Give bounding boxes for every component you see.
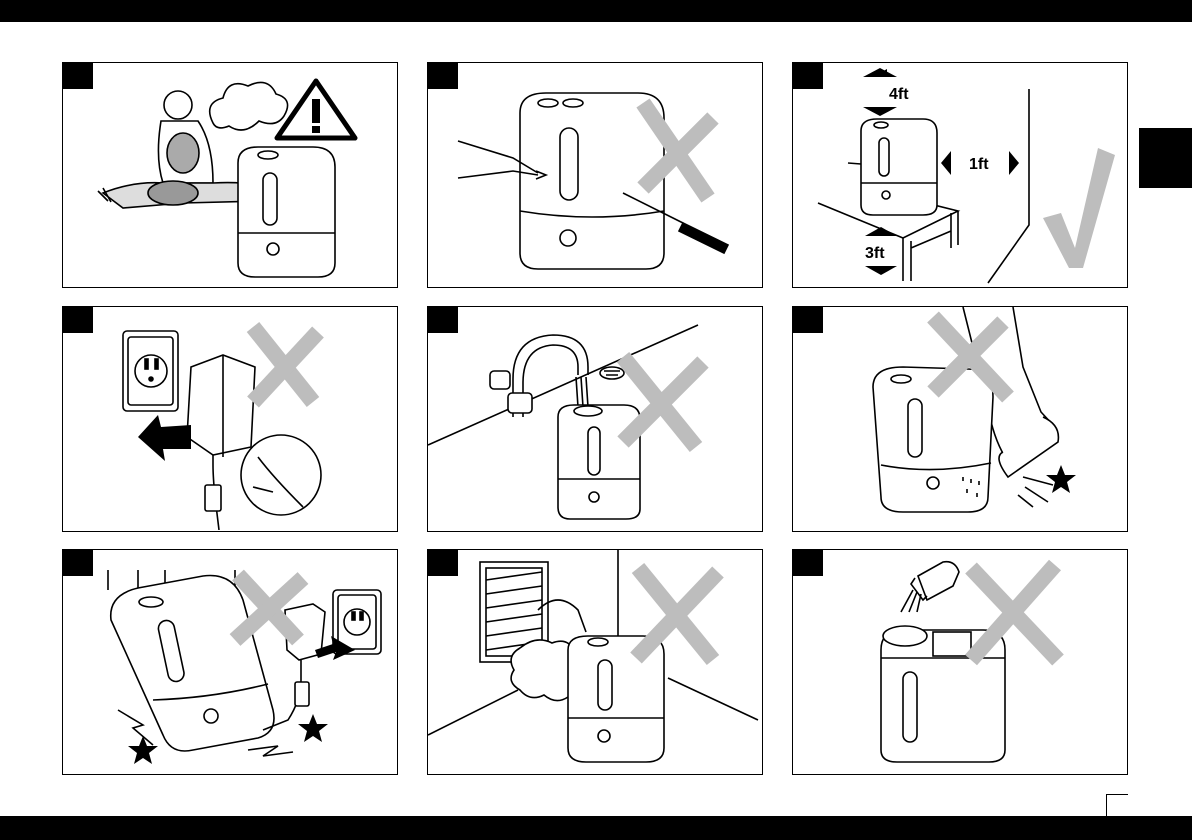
star-icon (298, 714, 328, 742)
step-number-box (63, 307, 93, 333)
step-number-box (428, 550, 458, 576)
label-bottom-clearance: 3ft (865, 245, 885, 262)
illustration-placement: 4ft 1ft 3ft (793, 63, 1126, 286)
illustration-no-tools (428, 63, 761, 286)
panel-no-vent-mist (427, 549, 763, 775)
illustration-no-tip-over (63, 550, 396, 773)
panel-child-safety (62, 62, 398, 288)
push-arrow-icon (138, 415, 191, 461)
cross-icon (971, 565, 1058, 660)
section-tab (1139, 128, 1192, 188)
panel-no-additives (792, 549, 1128, 775)
step-number-box (428, 307, 458, 333)
illustration-no-vent-mist (428, 550, 761, 773)
star-icon (128, 736, 158, 764)
page-number (1106, 794, 1128, 816)
cross-icon (636, 568, 718, 660)
panel-no-tap-fill (427, 306, 763, 532)
illustration-no-tap-fill (428, 307, 761, 530)
step-number-box (63, 63, 93, 89)
star-icon (1046, 465, 1076, 493)
bottom-bar (0, 816, 1192, 840)
check-icon (1043, 148, 1115, 268)
illustration-child-safety (63, 63, 396, 286)
illustration-no-additives (793, 550, 1126, 773)
panel-no-tip-over (62, 549, 398, 775)
label-top-clearance: 4ft (889, 86, 909, 103)
label-side-clearance: 1ft (969, 156, 989, 173)
panel-adapter-plug (62, 306, 398, 532)
step-number-box (793, 550, 823, 576)
top-bar (0, 0, 1192, 22)
cross-icon (253, 327, 318, 402)
step-number-box (793, 307, 823, 333)
cross-icon (623, 357, 703, 447)
panel-placement-clearance: 4ft 1ft 3ft (792, 62, 1128, 288)
warning-icon (277, 81, 355, 138)
child-head (164, 91, 192, 119)
panel-no-tools (427, 62, 763, 288)
step-number-box (63, 550, 93, 576)
panel-no-kick (792, 306, 1128, 532)
illustration-adapter-plug (63, 307, 396, 530)
step-number-box (428, 63, 458, 89)
step-number-box (793, 63, 823, 89)
illustration-no-kick (793, 307, 1126, 530)
